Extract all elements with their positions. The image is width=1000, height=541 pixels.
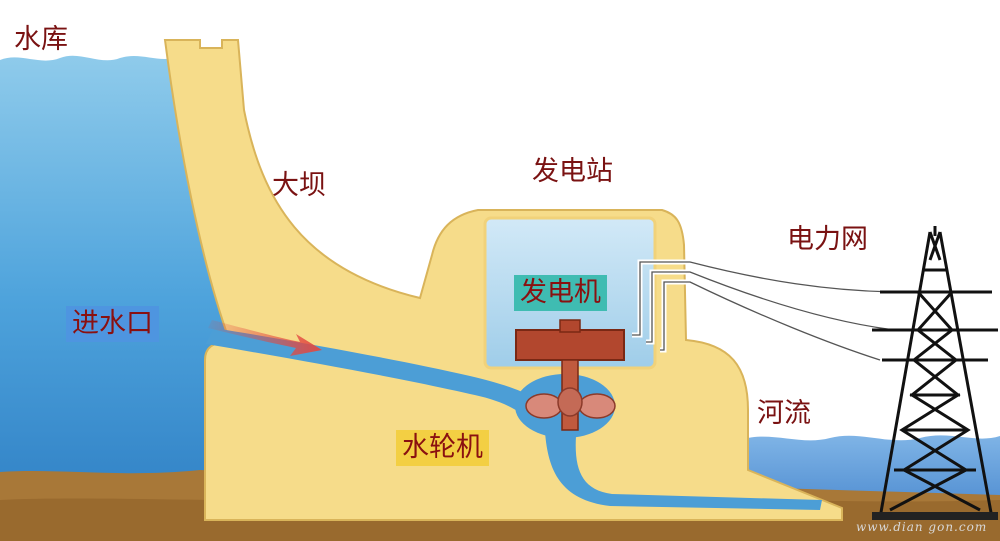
intake-label: 进水口 [66, 306, 159, 342]
transmission-tower [872, 226, 998, 519]
river-label: 河流 [757, 398, 811, 429]
draft-tube [545, 432, 822, 510]
generator-rotor [515, 329, 625, 361]
turbine-blade-left [525, 393, 563, 419]
power-station-label: 发电站 [532, 156, 613, 187]
reservoir-label: 水库 [14, 24, 68, 55]
generator-label: 发电机 [514, 275, 607, 311]
intake-tunnel [206, 328, 530, 414]
flow-arrow [208, 320, 322, 356]
turbine-blade-right [578, 393, 616, 419]
grid-label: 电力网 [787, 224, 868, 255]
watermark: www.dian gon.com [856, 520, 988, 534]
reservoir-water [0, 55, 230, 541]
turbine-label: 水轮机 [396, 430, 489, 466]
dam-label: 大坝 [272, 170, 326, 201]
